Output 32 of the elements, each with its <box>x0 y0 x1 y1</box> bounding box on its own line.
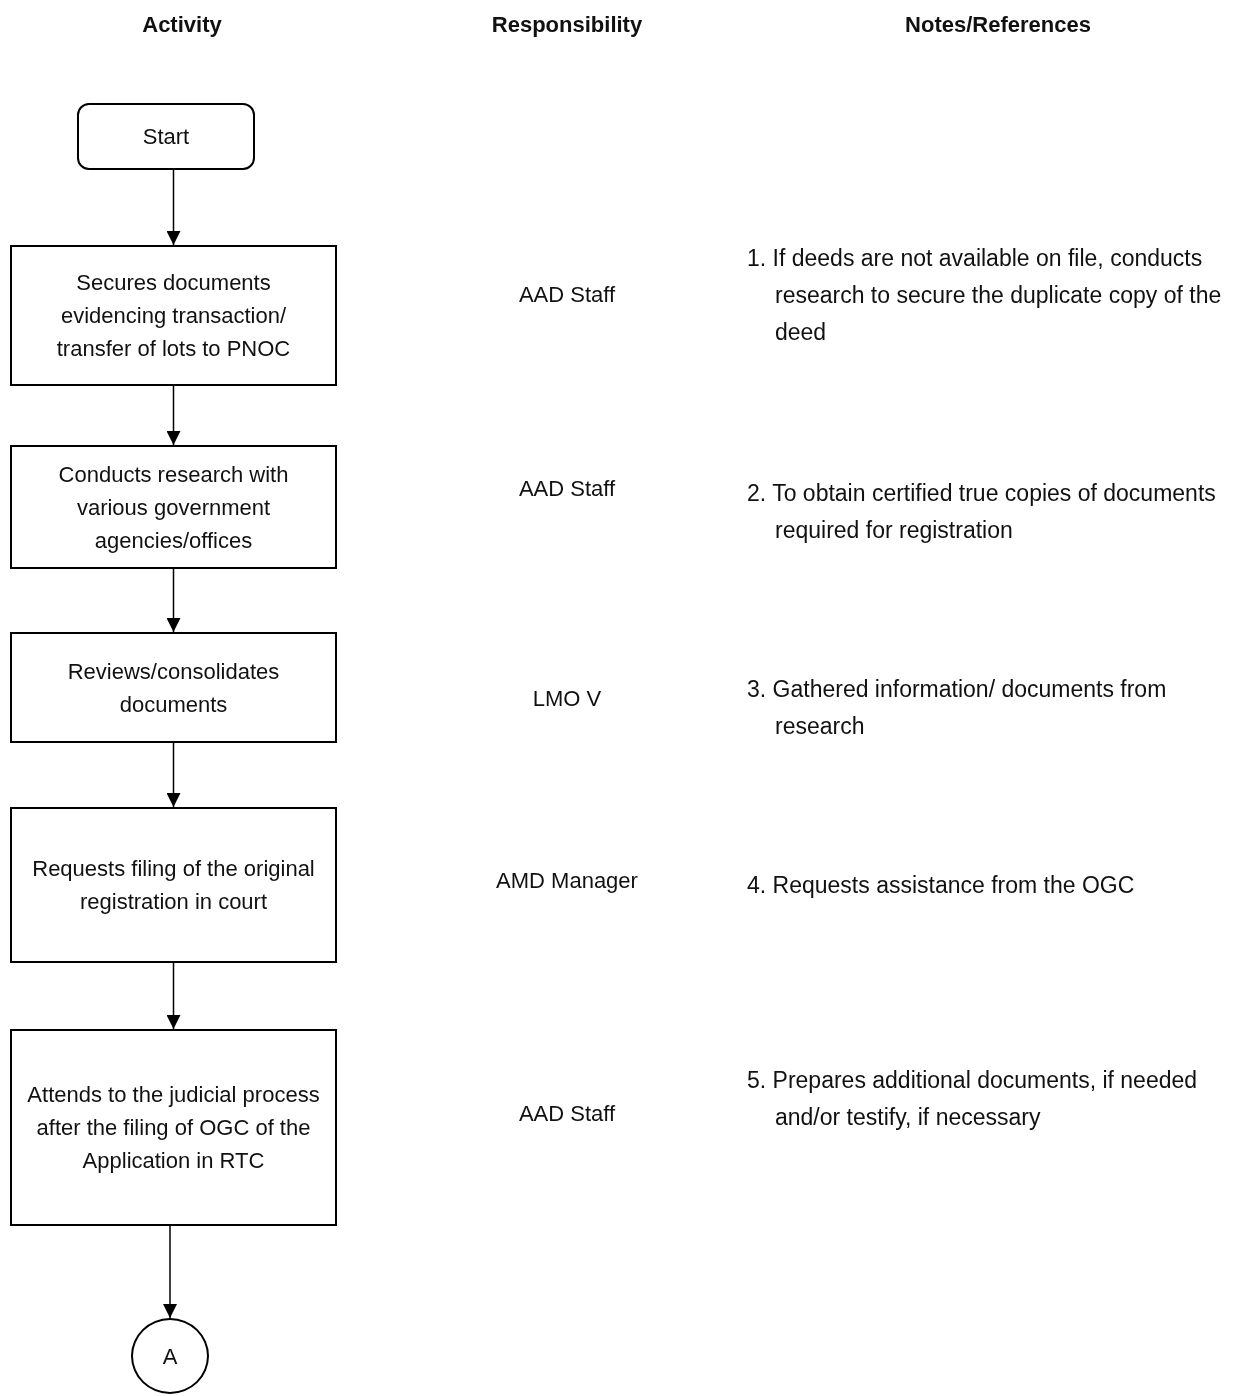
process-box <box>10 807 337 963</box>
arrow <box>166 385 181 446</box>
column-header: Responsibility <box>490 12 644 38</box>
process-box <box>10 445 337 569</box>
column-header: Notes/References <box>904 12 1092 38</box>
arrow <box>166 962 181 1030</box>
terminator-box <box>77 103 255 170</box>
arrow <box>163 1225 177 1319</box>
process-box <box>10 245 337 386</box>
process-box <box>10 632 337 743</box>
note-text: 1. If deeds are not available on file, conducts research to secure the duplicate copy of the deed <box>747 244 1223 347</box>
note-text: 2. To obtain certified true copies of documents required for registration <box>747 479 1217 545</box>
arrow <box>166 568 181 633</box>
process-box <box>10 1029 337 1226</box>
note-text: 4. Requests assistance from the OGC <box>747 871 1136 900</box>
node-text: Requests filing of the original registration in court <box>31 855 316 916</box>
responsibility-text: AAD Staff <box>517 476 617 502</box>
node-text: Reviews/consolidates documents <box>66 657 281 719</box>
note-text: 5. Prepares additional documents, if needed and/or testify, if necessary <box>747 1066 1199 1132</box>
column-header: Activity <box>141 12 223 38</box>
node-text: Secures documents evidencing transaction/ transfer of lots to PNOC <box>55 269 292 363</box>
node-text: Attends to the judicial process after the filing of OGC of the Application in RTC <box>26 1081 321 1175</box>
node-text: Conducts research with various government agencies/offices <box>57 460 290 555</box>
node-text: Start <box>142 123 190 151</box>
arrow <box>166 169 181 246</box>
responsibility-text: LMO V <box>531 686 603 712</box>
node-text: A <box>162 1342 178 1371</box>
note-text: 3. Gathered information/ documents from research <box>747 675 1168 741</box>
responsibility-text: AAD Staff <box>517 1101 617 1127</box>
responsibility-text: AAD Staff <box>517 282 617 308</box>
responsibility-text: AMD Manager <box>495 868 639 894</box>
arrow <box>166 742 181 808</box>
